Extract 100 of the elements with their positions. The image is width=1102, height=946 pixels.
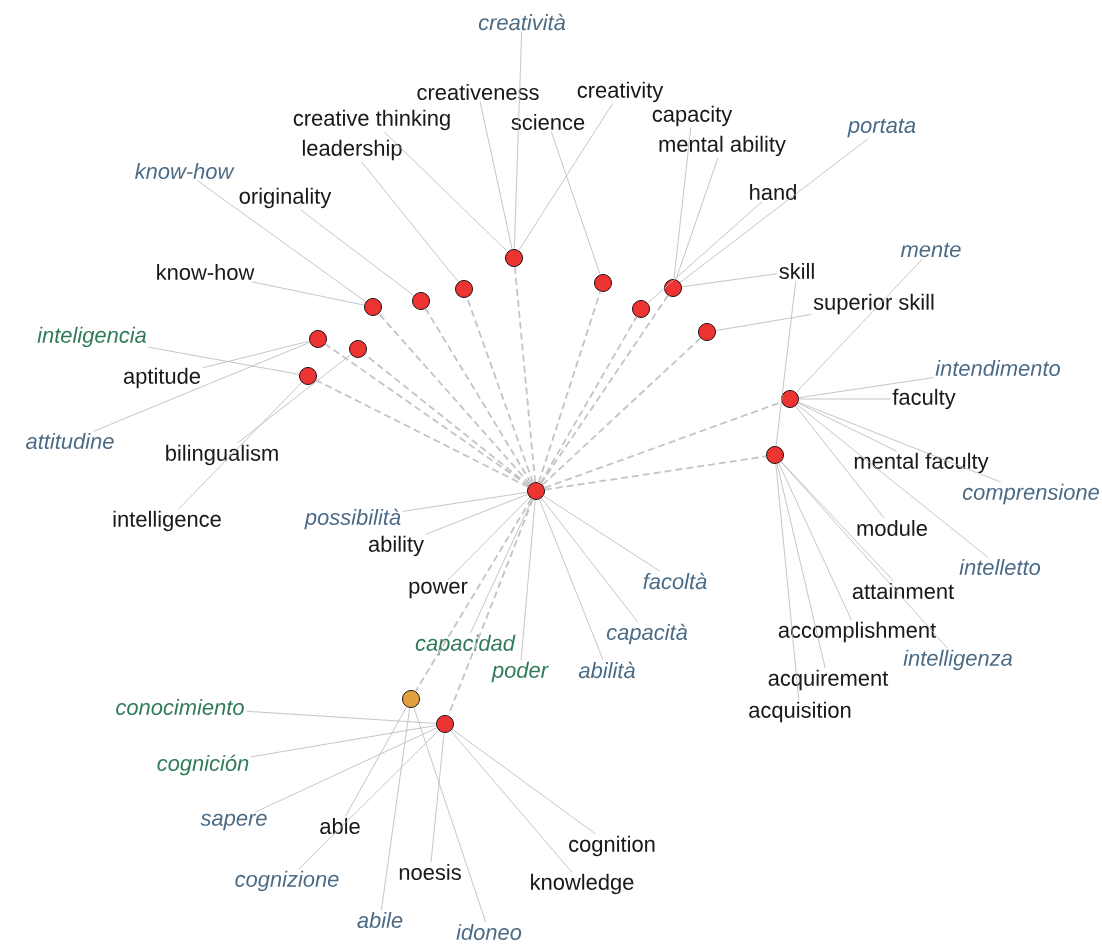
node-dot — [781, 390, 799, 408]
connector-line — [447, 496, 531, 581]
node-dot — [664, 279, 682, 297]
connector-line — [383, 131, 508, 253]
dashed-connector — [364, 353, 530, 487]
connector-line — [647, 201, 763, 304]
word-label: acquisition — [749, 701, 851, 723]
dashed-connector — [424, 307, 533, 485]
word-label: creatività — [478, 13, 566, 31]
node-dot — [412, 292, 430, 310]
connector-line — [780, 461, 948, 649]
connector-line — [798, 377, 934, 399]
node-dot — [364, 298, 382, 316]
connector-line — [796, 404, 989, 558]
word-label: faculty — [892, 388, 956, 410]
word-label: capacidad — [415, 634, 516, 656]
connector-line — [776, 463, 826, 669]
word-label: noesis — [399, 863, 461, 881]
word-label: abilità — [578, 661, 635, 679]
node-dot — [349, 340, 367, 358]
connector-line — [513, 31, 523, 250]
word-label: sapere — [200, 813, 267, 831]
connector-line — [775, 280, 797, 447]
connector-line — [178, 382, 303, 510]
connector-line — [202, 340, 310, 369]
dashed-connector — [543, 455, 768, 491]
connector-line — [550, 131, 601, 275]
connector-line — [250, 725, 437, 758]
connector-line — [300, 209, 415, 296]
connector-line — [679, 138, 868, 283]
connector-line — [402, 491, 528, 512]
dashed-connector — [541, 337, 702, 486]
word-label: intelletto — [959, 558, 1041, 576]
word-label: portata — [847, 118, 916, 138]
word-label: acquirement — [768, 669, 889, 691]
word-label: attitudine — [26, 432, 114, 450]
node-dot — [455, 280, 473, 298]
connector-line — [425, 493, 529, 535]
word-label: accomplishment — [778, 621, 936, 643]
word-label: bilingualism — [166, 444, 278, 466]
connector-line — [451, 728, 597, 835]
dashed-connector — [447, 498, 534, 717]
connector-line — [538, 498, 604, 661]
word-label: mente — [900, 242, 961, 258]
word-label: inteligencia — [37, 326, 147, 348]
word-label: cognizione — [235, 870, 339, 892]
connector-line — [780, 461, 895, 582]
node-dot — [309, 330, 327, 348]
connector-line — [795, 258, 923, 393]
word-label: module — [857, 519, 927, 537]
word-label: comprensione — [962, 483, 1099, 505]
word-label: abile — [357, 911, 403, 929]
dashed-connector — [540, 294, 669, 485]
connector-line — [797, 402, 897, 452]
word-label: aptitude — [123, 367, 200, 389]
connector-line — [236, 354, 352, 444]
word-label: conocimiento — [116, 698, 244, 716]
connector-line — [775, 463, 800, 701]
connector-line — [541, 497, 639, 623]
connector-line — [673, 127, 692, 280]
dashed-connector — [537, 290, 602, 484]
word-label: cognición — [157, 754, 249, 776]
connector-line — [778, 462, 852, 621]
word-label: intelligenza — [903, 649, 1013, 671]
word-label: facoltà — [643, 572, 707, 590]
dashed-connector — [513, 266, 537, 483]
dashed-connector — [414, 497, 533, 693]
node-dot — [766, 446, 784, 464]
word-label: cognition — [569, 835, 655, 857]
word-label: creativity — [577, 81, 664, 103]
word-label: idoneo — [456, 923, 522, 941]
connector-line — [148, 346, 300, 375]
connector-line — [543, 495, 661, 572]
word-label: know-how — [135, 162, 235, 180]
node-dot — [505, 249, 523, 267]
word-label: originality — [239, 187, 332, 209]
word-label: knowledge — [531, 873, 634, 895]
connector-line — [361, 161, 459, 283]
connector-line — [380, 707, 411, 911]
word-label: mental ability — [659, 135, 786, 157]
connector-line — [479, 101, 513, 250]
node-dot — [436, 715, 454, 733]
word-label: poder — [491, 661, 549, 683]
connector-line — [197, 180, 367, 303]
node-dot — [698, 323, 716, 341]
word-label: intelligence — [113, 510, 221, 532]
connector-line — [675, 157, 719, 280]
word-label: attainment — [852, 582, 954, 600]
connector-line — [681, 273, 778, 288]
word-label: possibilità — [304, 508, 401, 530]
connector-line — [251, 281, 365, 306]
word-label: hand — [750, 183, 796, 201]
word-label: science — [511, 113, 585, 131]
word-label: power — [409, 581, 468, 599]
dashed-connector — [378, 312, 531, 486]
dashed-connector — [315, 379, 529, 488]
connector-line — [413, 707, 487, 923]
node-dot — [402, 690, 420, 708]
word-label: ability — [368, 535, 424, 557]
word-label: intendimento — [935, 359, 1061, 377]
